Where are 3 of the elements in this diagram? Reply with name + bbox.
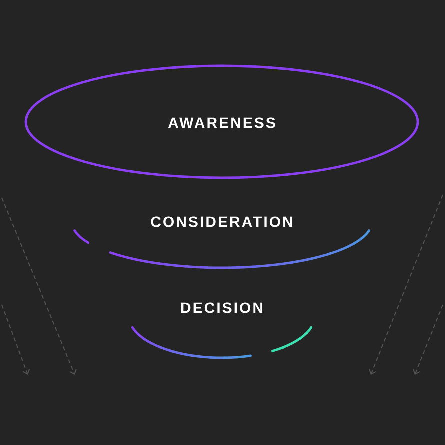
stage-label: DECISION bbox=[182, 302, 262, 314]
stage-label: AWARENESS bbox=[168, 118, 276, 128]
stage-label: CONSIDERATION bbox=[151, 216, 292, 228]
